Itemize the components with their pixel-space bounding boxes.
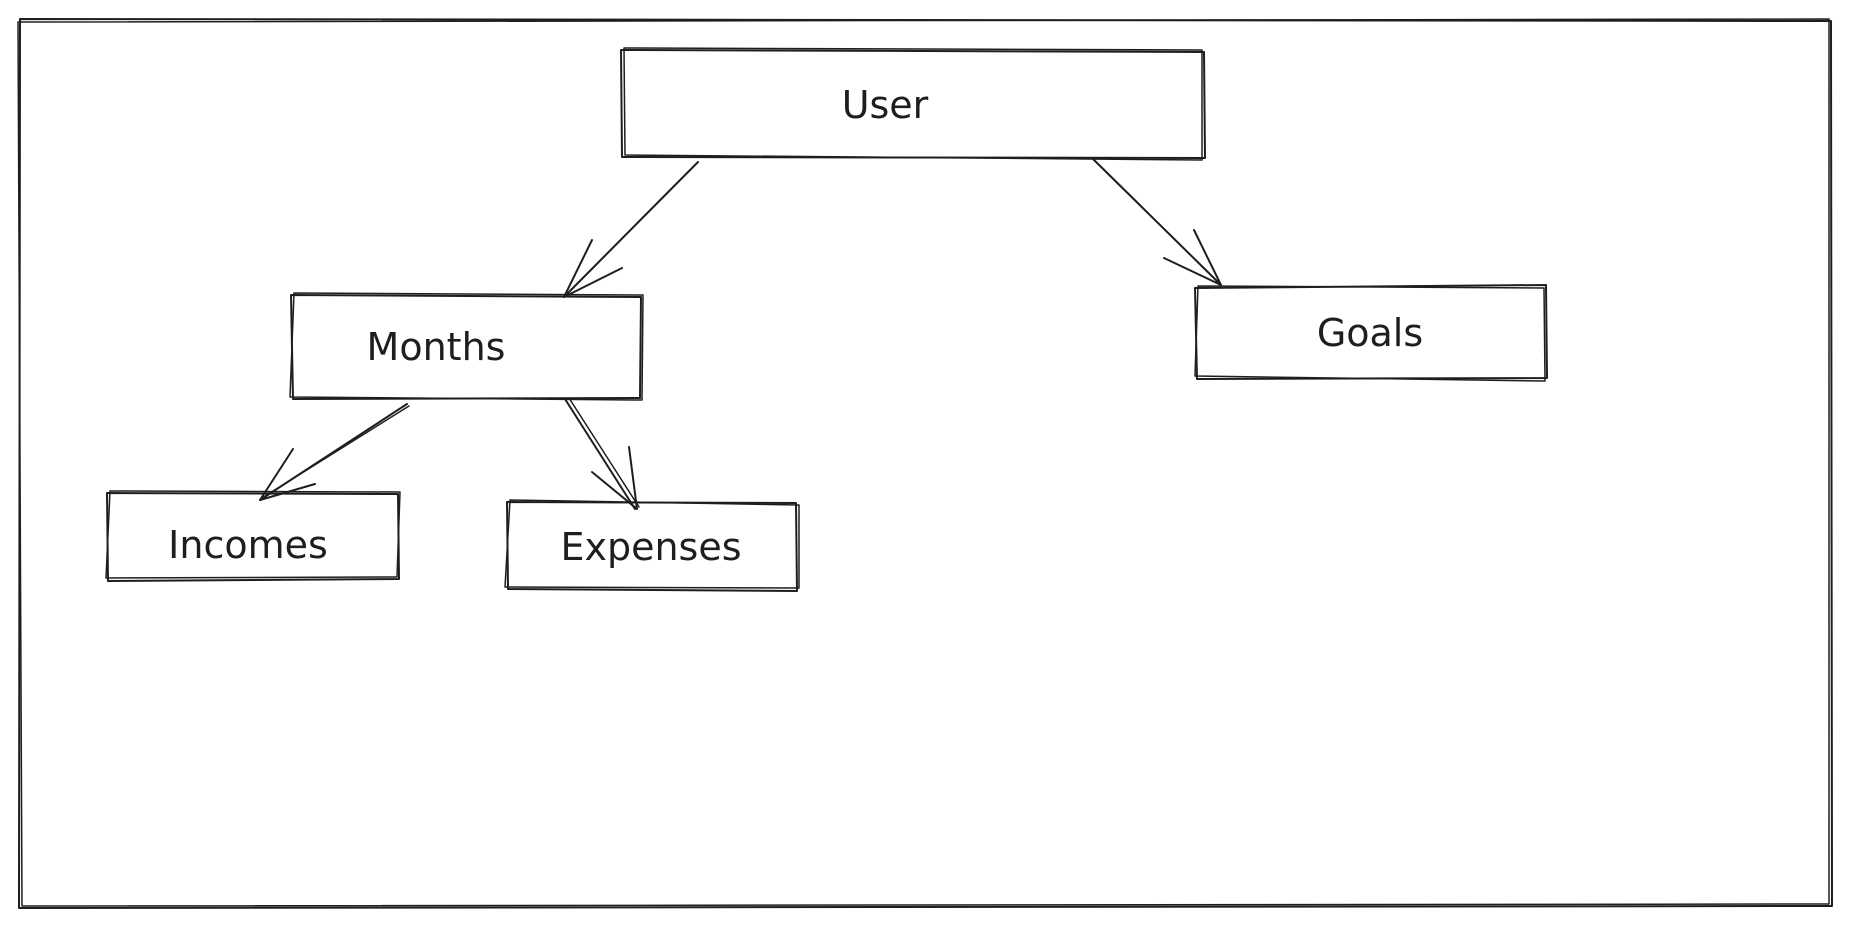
node-label-user: User <box>842 83 929 127</box>
node-label-months: Months <box>367 325 506 369</box>
node-expenses[interactable]: Expenses <box>504 499 800 592</box>
arrowhead-icon <box>259 448 316 501</box>
edge-user-goals <box>1092 158 1222 286</box>
node-label-expenses: Expenses <box>560 525 741 569</box>
node-incomes[interactable]: Incomes <box>105 490 401 582</box>
node-label-incomes: Incomes <box>168 523 328 567</box>
edge-months-expenses <box>564 397 640 510</box>
node-label-goals: Goals <box>1317 311 1423 355</box>
node-months[interactable]: Months <box>289 292 644 401</box>
node-goals[interactable]: Goals <box>1194 284 1548 382</box>
edge-months-incomes <box>259 403 410 501</box>
node-user[interactable]: User <box>620 47 1206 161</box>
frame <box>17 18 1833 909</box>
edge-user-months <box>563 161 699 298</box>
arrowhead-icon <box>591 446 638 510</box>
arrowhead-icon <box>563 239 623 298</box>
arrowhead-icon <box>1163 229 1222 286</box>
